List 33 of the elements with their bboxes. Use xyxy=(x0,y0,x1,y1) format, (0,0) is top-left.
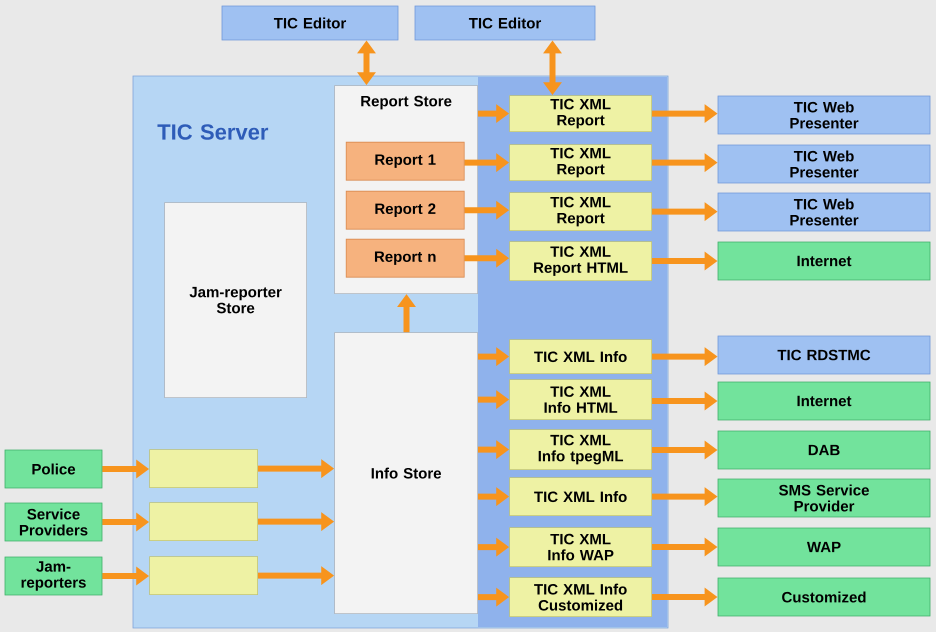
report-box: Report 2 xyxy=(346,190,465,230)
output-box: Customized xyxy=(718,578,930,616)
editor-box: TIC Editor xyxy=(222,6,398,40)
report-box: Report n xyxy=(346,238,465,278)
output-box: TIC Web Presenter xyxy=(718,96,930,134)
source-box: Jam-reporters xyxy=(4,556,102,596)
format-box: TIC XML Report xyxy=(509,144,652,181)
format-box: TIC XML Report xyxy=(509,95,652,132)
source-box: Police xyxy=(4,450,102,488)
output-box: TIC Web Presenter xyxy=(718,144,930,184)
format-box: TIC XML Info xyxy=(509,477,652,516)
format-box: TIC XML Info xyxy=(509,339,652,374)
store-box: Info Store xyxy=(334,332,478,614)
format-box: TIC XML Report HTML xyxy=(509,241,652,281)
format-box: TIC XML Report xyxy=(509,192,652,231)
format-box: TIC XML Info HTML xyxy=(509,379,652,420)
output-box: WAP xyxy=(718,528,930,566)
output-box: Internet xyxy=(718,242,930,280)
format-box: TIC XML Info Customized xyxy=(509,577,652,617)
format-box: TIC XML Info tpegML xyxy=(509,429,652,470)
store-box: Jam-reporter Store xyxy=(164,202,307,398)
output-box: TIC Web Presenter xyxy=(718,192,930,232)
format-box: TIC XML Info WAP xyxy=(509,527,652,567)
editor-box: TIC Editor xyxy=(414,6,596,40)
empty-box xyxy=(149,502,258,541)
output-box: SMS Service Provider xyxy=(718,478,930,518)
output-box: TIC RDSTMC xyxy=(718,336,930,374)
output-box: Internet xyxy=(718,382,930,420)
source-box: Service Providers xyxy=(4,502,102,542)
output-box: DAB xyxy=(718,430,930,470)
empty-box xyxy=(149,556,258,595)
report-box: Report 1 xyxy=(346,142,465,181)
empty-box xyxy=(149,449,258,488)
